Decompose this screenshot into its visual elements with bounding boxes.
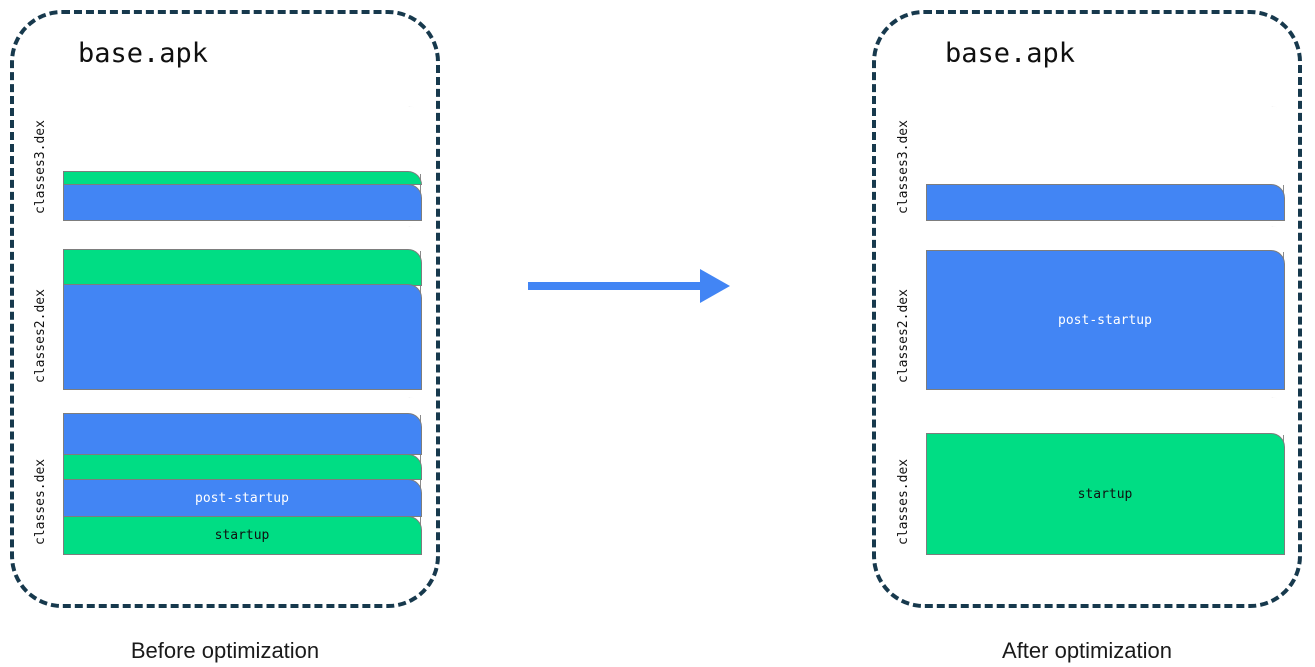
caption-before: Before optimization bbox=[130, 638, 320, 663]
caption-after: After optimization bbox=[1002, 638, 1172, 663]
dex-box-classes3 bbox=[925, 105, 1285, 221]
transition-arrow bbox=[528, 269, 730, 303]
apk-title-before: base.apk bbox=[78, 38, 209, 69]
dex-group-classes-before: classes.dex post-startup startup bbox=[33, 396, 423, 555]
dex-label-classes2: classes2.dex bbox=[896, 289, 911, 383]
dex-label-classes2: classes2.dex bbox=[33, 289, 48, 383]
segment-unused bbox=[62, 225, 422, 251]
dex-label-classes3: classes3.dex bbox=[33, 120, 48, 214]
dex-box-classes3 bbox=[62, 105, 422, 221]
segment-startup bbox=[62, 454, 422, 480]
dex-box-classes2 bbox=[62, 225, 422, 390]
dex-label-classes3: classes3.dex bbox=[896, 120, 911, 214]
segment-startup bbox=[62, 171, 422, 185]
segment-startup-labeled: startup bbox=[62, 516, 422, 555]
segment-unused bbox=[925, 225, 1285, 252]
arrow-head-icon bbox=[700, 269, 730, 303]
dex-label-classes: classes.dex bbox=[33, 458, 48, 545]
dex-group-classes3-before: classes3.dex bbox=[33, 105, 423, 221]
apk-title-after: base.apk bbox=[945, 38, 1076, 69]
dex-group-classes2-before: classes2.dex bbox=[33, 225, 423, 390]
segment-post-startup bbox=[925, 184, 1285, 221]
dex-box-classes2: post-startup bbox=[925, 225, 1285, 390]
segment-startup-labeled: startup bbox=[925, 433, 1285, 555]
dex-group-classes2-after: classes2.dex post-startup bbox=[896, 225, 1286, 390]
segment-post-startup bbox=[62, 184, 422, 221]
dex-box-classes: post-startup startup bbox=[62, 396, 422, 555]
segment-unused bbox=[62, 105, 422, 174]
arrow-shaft bbox=[528, 282, 702, 290]
segment-post-startup-labeled: post-startup bbox=[925, 250, 1285, 390]
dex-group-classes3-after: classes3.dex bbox=[896, 105, 1286, 221]
segment-startup bbox=[62, 249, 422, 286]
segment-unused bbox=[62, 396, 422, 415]
dex-box-classes: startup bbox=[925, 396, 1285, 555]
dex-group-classes-after: classes.dex startup bbox=[896, 396, 1286, 555]
segment-post-startup bbox=[62, 284, 422, 390]
segment-post-startup bbox=[62, 413, 422, 455]
segment-unused bbox=[925, 105, 1285, 185]
segment-post-startup-labeled: post-startup bbox=[62, 479, 422, 517]
dex-label-classes: classes.dex bbox=[896, 458, 911, 545]
segment-unused bbox=[925, 396, 1285, 435]
